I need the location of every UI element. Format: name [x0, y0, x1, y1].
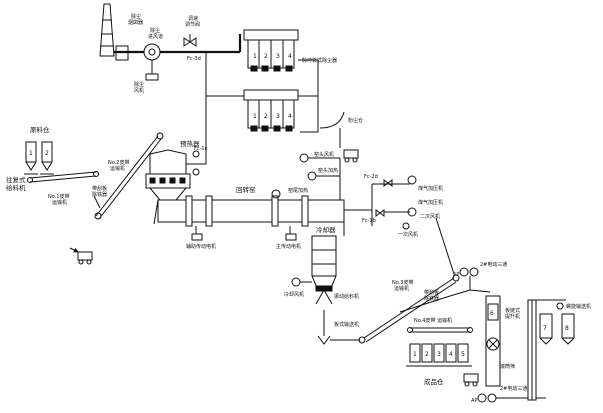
plate-conveyor: [317, 310, 366, 345]
svg-text:6: 6: [490, 310, 494, 317]
dust-return-duct: [298, 95, 319, 133]
damper-tag: Fc-3d: [187, 56, 201, 62]
preheater-duct: [186, 52, 207, 165]
valve-3-label: 2#电动三通: [500, 385, 527, 392]
dust-inlet-label: 除尘进风道: [148, 27, 163, 40]
bag-filter-label: 脉冲袋式除尘器: [302, 57, 337, 64]
dust-fan-assembly: [114, 43, 161, 81]
svg-text:2: 2: [264, 53, 268, 60]
bag-filter-bank-upper: [243, 29, 299, 72]
cooler: [311, 235, 337, 305]
magnet-1-label: 带刮板除铁器: [92, 185, 107, 198]
cool-fan-label: 冷却风机: [284, 291, 304, 298]
damper-valve: [160, 34, 242, 54]
conveyor-4: [407, 327, 473, 333]
kiln-motors: [191, 226, 297, 241]
conveyor-4-label: No.4皮带 运输机: [414, 317, 452, 324]
dust-stack-label: 除尘烟囱器: [128, 13, 143, 26]
preheater-label: 预热器: [180, 139, 200, 148]
raw-bin-label: 原料仓: [30, 125, 50, 134]
conveyor-belt-long: [435, 217, 455, 275]
magnet-1-line: [93, 195, 101, 209]
cooler-fan: [291, 277, 312, 287]
damper-label: 调速调节阀: [185, 15, 200, 28]
main-motor-label: 辅助传动电机: [186, 243, 216, 250]
bucket-elev-label: 板链式提升机: [505, 307, 520, 320]
fc-label-a: Fc-2d: [364, 174, 378, 180]
magnet-2-label: 带刮板除铁器: [424, 289, 439, 302]
svg-text:8: 8: [565, 325, 569, 332]
svg-text:4: 4: [449, 351, 453, 358]
ap-valve-bottom: AP: [471, 393, 546, 404]
svg-text:3: 3: [276, 113, 280, 120]
svg-text:1: 1: [253, 113, 257, 120]
svg-text:1: 1: [413, 351, 417, 358]
rotary-kiln: [153, 195, 345, 227]
duct-label-1: 窑头风机: [314, 151, 334, 158]
side-bins: 7 8: [536, 299, 575, 345]
dust-bin-label: 粉尘仓: [348, 117, 363, 124]
aux-motor-label: 主传动电机: [276, 243, 301, 250]
svg-text:4: 4: [288, 113, 292, 120]
two-fan-label: 二次风机: [420, 213, 440, 220]
bucket-elevator-2: [527, 299, 537, 401]
conveyor-3: [363, 274, 460, 343]
bucket-elevator-1: 6: [485, 295, 501, 387]
ap-valve-top: AP: [399, 267, 491, 313]
svg-text:3: 3: [437, 351, 441, 358]
preheater: [145, 149, 191, 201]
one-fan-label: 一次风机: [398, 231, 418, 238]
svg-text:3: 3: [276, 53, 280, 60]
dust-fan-label: 除尘风机: [134, 81, 144, 94]
rotary-screen-label: 滚筒筛: [500, 363, 515, 370]
raw-bins: 1 2: [24, 141, 54, 175]
product-bin-label: 成品仓: [424, 377, 444, 386]
svg-text:1: 1: [29, 150, 33, 157]
svg-text:2: 2: [425, 351, 429, 358]
svg-text:4: 4: [288, 53, 292, 60]
svg-text:1: 1: [253, 53, 257, 60]
duct-label-3: 窑尾加热: [288, 187, 308, 194]
svg-text:AP: AP: [471, 398, 477, 404]
plate-conv-label: 板式输送机: [334, 321, 359, 328]
conveyor-2: [94, 132, 164, 220]
truck-bottom: [463, 373, 479, 387]
svg-text:2: 2: [264, 113, 268, 120]
svg-text:7: 7: [543, 325, 547, 332]
truck-left: [69, 247, 93, 265]
kiln-fans: [271, 153, 341, 200]
conveyor-2-label: No.2皮带运输机: [108, 159, 129, 172]
chimney-stack: [99, 3, 115, 57]
duct-label-2: 窑头加热: [318, 167, 338, 174]
svg-text:Fc-1c: Fc-1c: [194, 146, 208, 152]
svg-text:AP: AP: [453, 272, 459, 278]
valve-2-label: 2#电动三通: [480, 261, 507, 268]
burner-fan-label: 煤气加压机: [418, 199, 443, 206]
vib-feeder-label: 振动给料机: [334, 293, 359, 300]
cooler-label: 冷却器: [316, 225, 336, 234]
svg-text:2: 2: [45, 150, 49, 157]
bag-filter-bank-lower: [243, 89, 299, 132]
conveyor-1-label: No.1皮带运输机: [48, 193, 69, 206]
product-bins: 1 2 3 4 5: [406, 343, 472, 367]
conveyor-1: [27, 171, 99, 183]
conveyor-3-label: No.3皮带运输机: [392, 279, 413, 292]
fc-label-b: Fc-1b: [362, 218, 376, 224]
gas-fan-label: 煤气加压机: [418, 185, 443, 192]
bag-filter-numbers: 1 2 3 4 1 2 3 4: [253, 53, 292, 120]
svg-text:5: 5: [461, 351, 465, 358]
dust-bin: [319, 111, 359, 163]
preheater-valves: Fc-1c: [192, 146, 208, 176]
burner-air-supply: [344, 175, 417, 230]
kiln-label: 回转窑: [236, 185, 256, 194]
feeder-label: 往复式给料机: [6, 175, 26, 192]
screw-conv-label: 螺旋输送机: [566, 303, 591, 310]
